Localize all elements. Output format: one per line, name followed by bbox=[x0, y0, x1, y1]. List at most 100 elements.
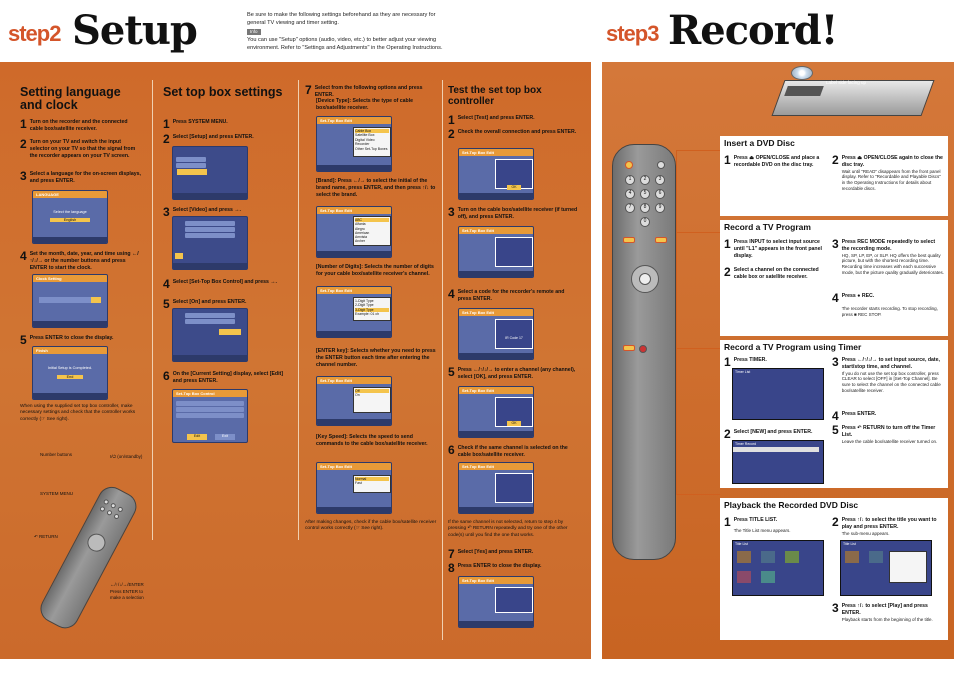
brand-option[interactable]: American bbox=[355, 230, 370, 235]
col2-step3: 3 Select [Video] and press →. bbox=[163, 206, 288, 218]
remote-button[interactable] bbox=[113, 513, 120, 520]
device-option[interactable]: Satellite Box bbox=[355, 133, 375, 138]
key-5[interactable]: 5 bbox=[640, 189, 650, 199]
step-number: 2 bbox=[448, 127, 455, 141]
step-text: Press INPUT to select input source until… bbox=[733, 239, 822, 259]
key-7[interactable]: 7 bbox=[625, 203, 635, 213]
thumbnail bbox=[737, 551, 751, 563]
ok-button[interactable]: OK bbox=[507, 421, 521, 426]
submenu-screen: Title List bbox=[840, 540, 932, 596]
key-2[interactable]: 2 bbox=[640, 175, 650, 185]
step-text: Select [Yes] and press ENTER. bbox=[457, 549, 534, 555]
exit-button[interactable]: Exit bbox=[215, 434, 235, 440]
clock-fields bbox=[39, 297, 101, 303]
step-desc: If you do not use the set top box contro… bbox=[841, 370, 941, 394]
col1-step3: 3 Select a language for the on-screen di… bbox=[20, 170, 142, 185]
enter-options: Off On bbox=[353, 387, 391, 413]
screen-header: Clock Setting bbox=[33, 275, 107, 282]
digits-options: 1-Digit Type 2-Digit Type 3-Digit Type E… bbox=[353, 297, 391, 321]
key-8[interactable]: 8 bbox=[640, 203, 650, 213]
brand-desc: [Brand]: Press ←/→ to select the initial… bbox=[316, 178, 436, 199]
enter-option[interactable]: Off bbox=[355, 389, 389, 394]
step-body: Press ⏏ OPEN/CLOSE again to close the di… bbox=[842, 154, 944, 192]
timer-list-screen: Timer List bbox=[732, 368, 824, 420]
label-power: I/⏻ (on/standby) bbox=[110, 454, 143, 459]
brand-option[interactable]: Archer bbox=[355, 239, 365, 244]
key-6[interactable]: 6 bbox=[655, 189, 665, 199]
remote-button[interactable] bbox=[99, 505, 106, 513]
rec-button[interactable] bbox=[639, 345, 647, 353]
step-number: 2 bbox=[724, 427, 731, 441]
digits-option[interactable]: 3-Digit Type bbox=[355, 307, 389, 313]
key-3[interactable]: 3 bbox=[655, 175, 665, 185]
brand-options: ABC Alfanta Alegro American Amvista Arch… bbox=[353, 216, 391, 246]
col4-step2: 2 Check the overall connection and press… bbox=[448, 128, 578, 140]
step-text: Select [Video] and press →. bbox=[172, 207, 241, 213]
digits-option[interactable]: 1-Digit Type bbox=[355, 299, 374, 303]
thumbnail bbox=[869, 551, 883, 563]
thumbnail bbox=[761, 571, 775, 583]
digits-option[interactable]: 2-Digit Type bbox=[355, 303, 374, 308]
step-text: Select a language for the on-screen disp… bbox=[29, 171, 141, 184]
step-number: 4 bbox=[448, 287, 455, 301]
remote-button[interactable] bbox=[109, 502, 117, 510]
step-number: 5 bbox=[20, 333, 27, 347]
step-body: Press ↑/↓ to select the title you want t… bbox=[842, 516, 944, 536]
enter-button[interactable] bbox=[639, 273, 651, 285]
title-list-button[interactable] bbox=[623, 237, 635, 243]
record-title: Record! bbox=[668, 7, 838, 54]
dpad[interactable] bbox=[84, 530, 109, 555]
edit-button[interactable]: Edit bbox=[187, 434, 207, 440]
step-text: On the [Current Setting] display, select… bbox=[172, 371, 283, 384]
col4-step8: 8 Press ENTER to close the display. bbox=[448, 562, 578, 574]
key-4[interactable]: 4 bbox=[625, 189, 635, 199]
step-body: Press REC MODE repeatedly to select the … bbox=[842, 238, 944, 276]
step-number: 2 bbox=[832, 153, 839, 167]
input-button[interactable] bbox=[625, 161, 633, 169]
record-step4: 4 Press ● REC. The recorder starts recor… bbox=[832, 292, 944, 317]
col4-step1: 1 Select [Test] and press ENTER. bbox=[448, 114, 578, 126]
remote-button[interactable] bbox=[116, 506, 124, 513]
power-button[interactable] bbox=[657, 161, 665, 169]
device-option[interactable]: Cable Box bbox=[355, 129, 389, 134]
screen-header: Set-Top Box Edit bbox=[459, 309, 533, 316]
brand-option[interactable]: Amvista bbox=[355, 235, 368, 239]
timer-button[interactable] bbox=[655, 237, 667, 243]
remote-button[interactable] bbox=[102, 498, 110, 506]
setting-row bbox=[176, 401, 244, 406]
ok-button[interactable]: OK bbox=[507, 185, 521, 190]
screen-header: Finish bbox=[33, 347, 107, 354]
screen-bar bbox=[317, 251, 391, 257]
step-text: Select [On] and press ENTER. bbox=[172, 299, 247, 305]
step-text: Turn on your TV and switch the input sel… bbox=[29, 139, 136, 159]
disc-tray bbox=[784, 86, 824, 96]
rec-mode-button[interactable] bbox=[623, 345, 635, 351]
device-option[interactable]: Other Set-Top Boxes bbox=[355, 146, 388, 151]
code-popup: IR Code 17 bbox=[495, 319, 533, 349]
step-body: Press ↶ RETURN to turn off the Timer Lis… bbox=[842, 424, 944, 444]
speed-option[interactable]: Fast bbox=[355, 481, 362, 486]
menu-row bbox=[176, 163, 206, 168]
step2-intro: Be sure to make the following settings b… bbox=[247, 12, 447, 52]
menu-selected bbox=[175, 253, 183, 259]
device-type-screen: Set-Top Box Edit Cable Box Satellite Box… bbox=[316, 116, 392, 172]
brand-option[interactable]: Alfanta bbox=[355, 222, 366, 227]
menu-row bbox=[185, 233, 235, 238]
brand-option[interactable]: Alegro bbox=[355, 226, 365, 231]
enter-option[interactable]: On bbox=[355, 393, 360, 398]
key-1[interactable]: 1 bbox=[625, 175, 635, 185]
speed-option[interactable]: Normal bbox=[355, 477, 389, 482]
key-9[interactable]: 9 bbox=[655, 203, 665, 213]
test-popup bbox=[495, 237, 533, 267]
submenu-header: Title List bbox=[843, 542, 856, 546]
label-arrows: ←/↑/↓/→/ENTER bbox=[110, 582, 144, 587]
brand-option[interactable]: ABC bbox=[355, 218, 389, 223]
step-number: 2 bbox=[163, 132, 170, 146]
info-text: You can use "Setup" options (audio, vide… bbox=[247, 37, 443, 51]
remote-button[interactable] bbox=[106, 509, 113, 517]
screen-bar bbox=[459, 193, 533, 199]
key-0[interactable]: 0 bbox=[640, 217, 650, 227]
digits-example: Example: 01 ch bbox=[355, 312, 380, 317]
connector-playback bbox=[676, 494, 720, 495]
device-option[interactable]: Digital Video Recorder bbox=[355, 137, 375, 147]
